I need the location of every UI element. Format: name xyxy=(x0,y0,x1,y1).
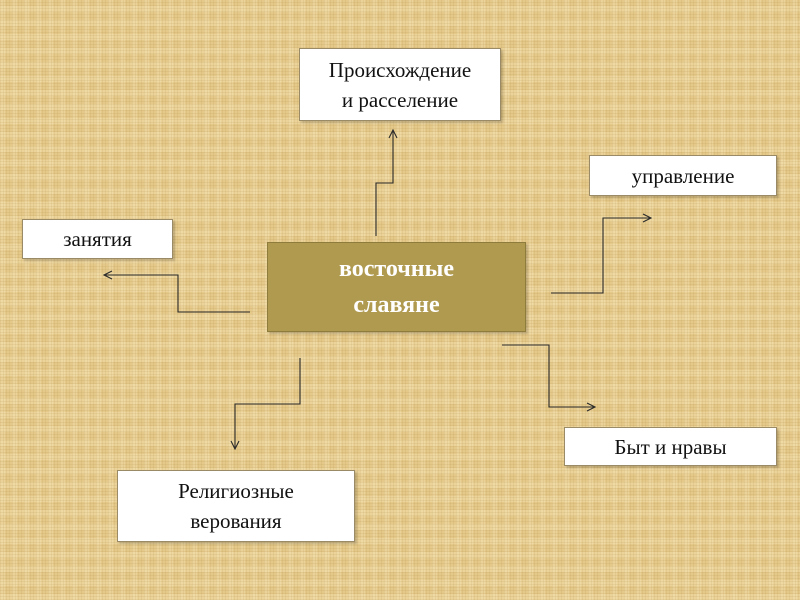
connector-arrow-occupations xyxy=(104,275,250,313)
node-origin-label: Происхождение и расселение xyxy=(328,57,472,112)
node-occupations-label: занятия xyxy=(63,227,132,251)
central-node-label: восточные славяне xyxy=(338,256,455,318)
node-origin: Происхождение и расселение xyxy=(299,48,501,121)
node-occupations: занятия xyxy=(22,219,173,259)
connector-arrow-origin xyxy=(375,130,393,236)
connector-arrow-governance xyxy=(551,218,651,294)
node-beliefs: Религиозные верования xyxy=(117,470,355,542)
node-governance: управление xyxy=(589,155,777,196)
central-node: восточные славяне xyxy=(267,242,526,332)
connector-arrow-beliefs xyxy=(235,358,301,449)
node-customs: Быт и нравы xyxy=(564,427,777,466)
connector-arrow-customs xyxy=(502,344,595,407)
node-governance-label: управление xyxy=(631,163,735,188)
node-customs-label: Быт и нравы xyxy=(614,434,727,459)
node-beliefs-label: Религиозные верования xyxy=(178,479,294,533)
